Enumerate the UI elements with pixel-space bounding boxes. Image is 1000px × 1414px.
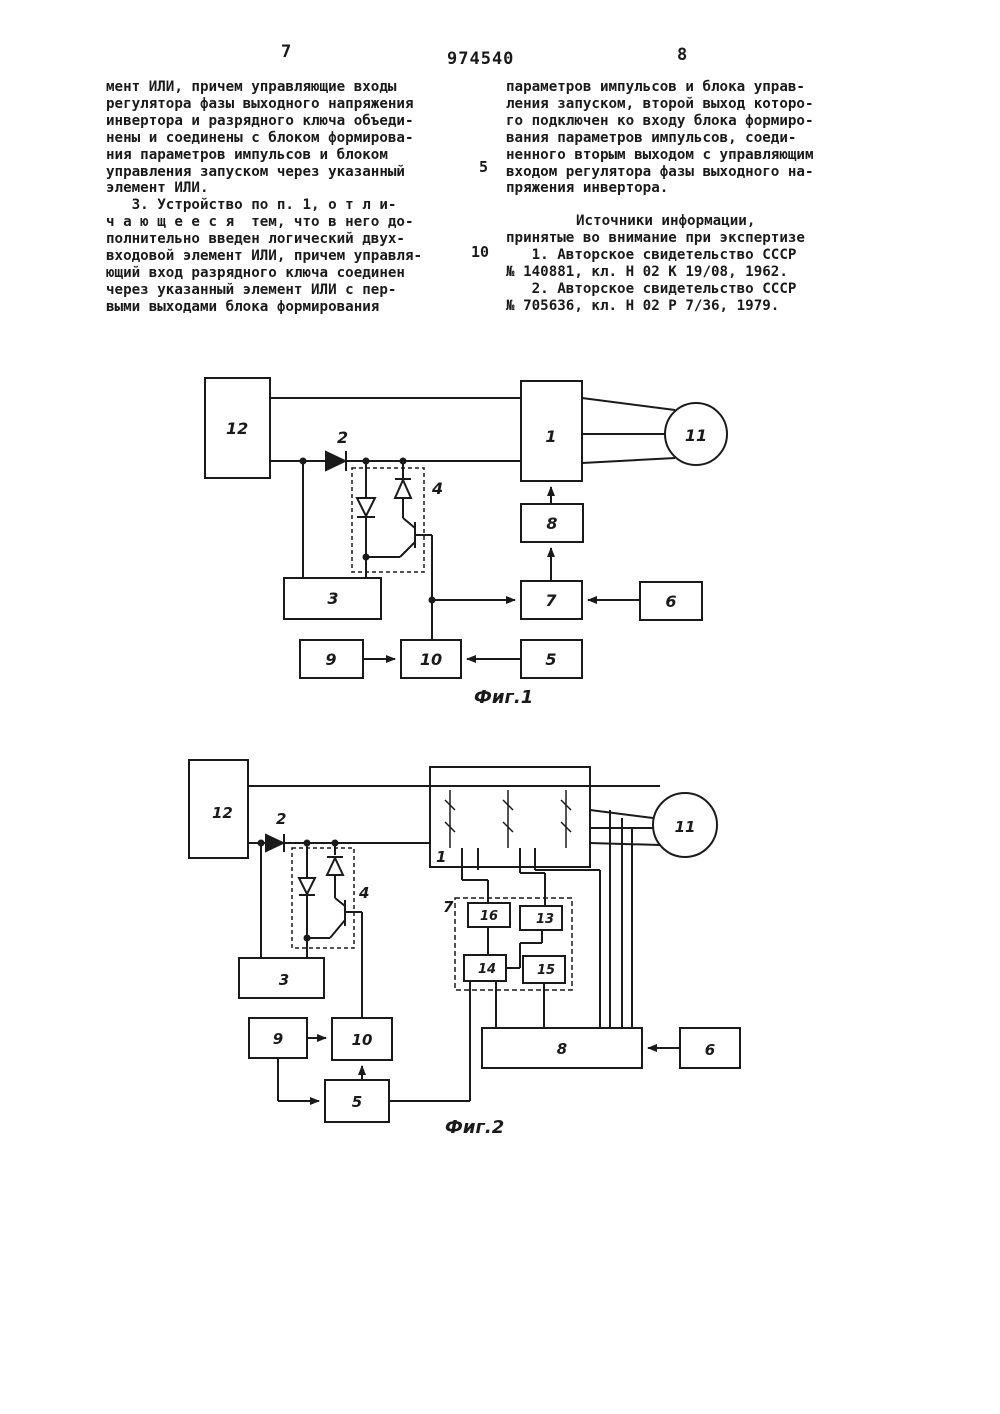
label-6: 6 bbox=[705, 1041, 715, 1059]
label-diode-2: 2 bbox=[276, 810, 286, 828]
label-13: 13 bbox=[536, 912, 554, 927]
figure-2-caption: Фиг.2 bbox=[445, 1117, 504, 1138]
label-1: 1 bbox=[436, 848, 446, 866]
label-12: 12 bbox=[212, 804, 233, 822]
label-9: 9 bbox=[273, 1030, 283, 1048]
label-10: 10 bbox=[352, 1031, 373, 1049]
label-14: 14 bbox=[478, 962, 496, 977]
label-16: 16 bbox=[480, 909, 498, 924]
label-8: 8 bbox=[557, 1040, 567, 1058]
label-3: 3 bbox=[279, 971, 289, 989]
diode-2 bbox=[266, 835, 283, 851]
label-key-4: 4 bbox=[358, 884, 369, 902]
key-4-box bbox=[292, 848, 354, 948]
label-7: 7 bbox=[443, 898, 454, 916]
label-5: 5 bbox=[352, 1093, 362, 1111]
label-11: 11 bbox=[675, 818, 696, 836]
label-15: 15 bbox=[537, 963, 555, 978]
